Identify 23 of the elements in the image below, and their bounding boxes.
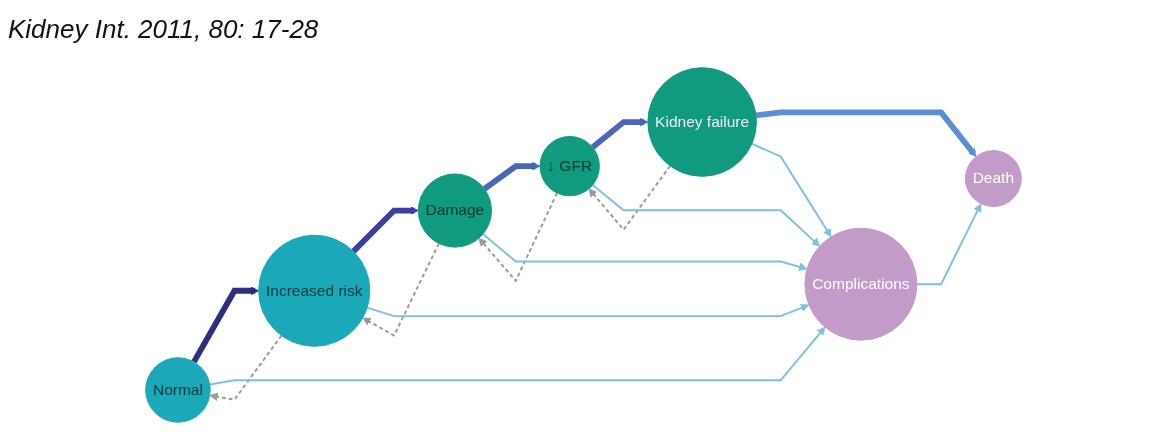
arrow: [915, 203, 982, 286]
arrow: [588, 164, 672, 232]
arrow: [351, 206, 419, 254]
arrow: [755, 109, 977, 157]
citation-text: Kidney Int. 2011, 80: 17-28: [8, 14, 319, 45]
node-circle: Increased risk: [258, 234, 371, 347]
arrow: [208, 326, 826, 386]
node-circle: Kidney failure: [647, 67, 757, 177]
arrow: [478, 192, 558, 283]
node-circle: Complications: [804, 227, 918, 341]
arrow: [482, 161, 541, 192]
arrow: [209, 334, 283, 401]
arrow: [362, 242, 440, 337]
arrow: [366, 303, 810, 318]
node-circle: Death: [964, 150, 1022, 208]
arrow: [750, 142, 832, 238]
arrow: [191, 286, 260, 364]
node-circle: Damage: [417, 173, 492, 248]
arrow: [591, 183, 821, 247]
arrow: [590, 117, 649, 150]
arrow: [482, 233, 808, 271]
node-circle: ↓ GFR: [539, 136, 600, 197]
node-circle: Normal: [145, 357, 211, 423]
